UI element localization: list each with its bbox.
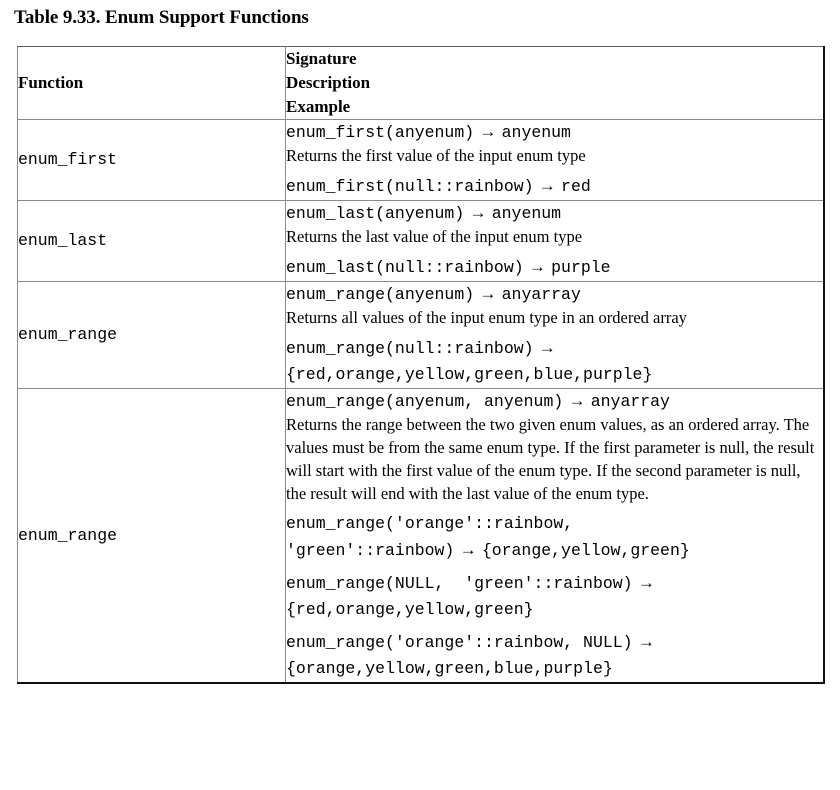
function-example: enum_range(null::rainbow) → {red,orange,…	[286, 335, 823, 388]
example-call: enum_last(null::rainbow)	[286, 258, 524, 277]
function-description: Returns the first value of the input enu…	[286, 146, 586, 165]
function-signature: enum_last(anyenum) → anyenum	[286, 201, 823, 225]
function-example: enum_range(NULL, 'green'::rainbow) → {re…	[286, 570, 823, 623]
function-example: enum_range('orange'::rainbow, 'green'::r…	[286, 511, 823, 564]
function-description: Returns all values of the input enum typ…	[286, 308, 687, 327]
signature-call: enum_last(anyenum)	[286, 204, 465, 223]
table-caption: Table 9.33. Enum Support Functions	[14, 7, 309, 28]
function-example: enum_last(null::rainbow) → purple	[286, 254, 823, 281]
signature-call: enum_range(anyenum, anyenum)	[286, 392, 564, 411]
example-call: enum_range(NULL, 'green'::rainbow)	[286, 574, 633, 593]
example-call: enum_first(null::rainbow)	[286, 177, 534, 196]
enum-support-functions-table: Function Signature Description Example e…	[17, 46, 825, 684]
column-header-signature-label: Signature	[286, 49, 357, 68]
arrow-icon: →	[633, 632, 660, 651]
function-name-cell: enum_last	[17, 200, 286, 282]
arrow-icon: →	[455, 540, 481, 559]
example-call: enum_range('orange'::rainbow, NULL)	[286, 633, 633, 652]
arrow-icon: →	[465, 203, 491, 222]
example-result: {red,orange,yellow,green,blue,purple}	[286, 365, 653, 384]
example-result: purple	[551, 258, 611, 277]
column-header-signature-description-example: Signature Description Example	[285, 46, 824, 120]
function-name-cell: enum_range	[17, 388, 286, 683]
column-header-example-label: Example	[286, 97, 351, 116]
function-example: enum_first(null::rainbow) → red	[286, 173, 823, 200]
function-signature: enum_range(anyenum) → anyarray	[286, 282, 823, 306]
example-result: red	[561, 177, 591, 196]
arrow-icon: →	[475, 122, 501, 141]
arrow-icon: →	[475, 284, 501, 303]
function-signature: enum_first(anyenum) → anyenum	[286, 120, 823, 144]
function-name-cell: enum_range	[17, 281, 286, 389]
arrow-icon: →	[534, 338, 561, 357]
column-header-function: Function	[17, 46, 286, 120]
arrow-icon: →	[534, 176, 561, 195]
column-header-function-label: Function	[18, 73, 84, 92]
arrow-icon: →	[524, 257, 551, 276]
signature-return-type: anyarray	[590, 392, 670, 411]
function-description: Returns the range between the two given …	[286, 415, 815, 503]
function-description: Returns the last value of the input enum…	[286, 227, 583, 246]
table-header-row: Function Signature Description Example	[17, 46, 824, 120]
example-call: enum_range(null::rainbow)	[286, 339, 534, 358]
example-result: {orange,yellow,green,blue,purple}	[286, 659, 613, 678]
arrow-icon: →	[633, 573, 660, 592]
arrow-icon: →	[564, 391, 590, 410]
signature-return-type: anyarray	[501, 285, 581, 304]
example-result: {red,orange,yellow,green}	[286, 600, 534, 619]
function-example: enum_range('orange'::rainbow, NULL) → {o…	[286, 629, 823, 682]
function-name-cell: enum_first	[17, 119, 286, 201]
table-header: Function Signature Description Example	[17, 46, 824, 120]
function-signature: enum_range(anyenum, anyenum) → anyarray	[286, 389, 823, 413]
signature-call: enum_range(anyenum)	[286, 285, 475, 304]
table-container: Function Signature Description Example e…	[17, 46, 825, 684]
signature-call: enum_first(anyenum)	[286, 123, 475, 142]
signature-return-type: anyenum	[491, 204, 562, 223]
example-call: enum_range('orange'::rainbow, 'green'::r…	[286, 514, 574, 560]
example-result: {orange,yellow,green}	[481, 541, 690, 560]
column-header-description-label: Description	[286, 73, 371, 92]
signature-return-type: anyenum	[501, 123, 571, 142]
